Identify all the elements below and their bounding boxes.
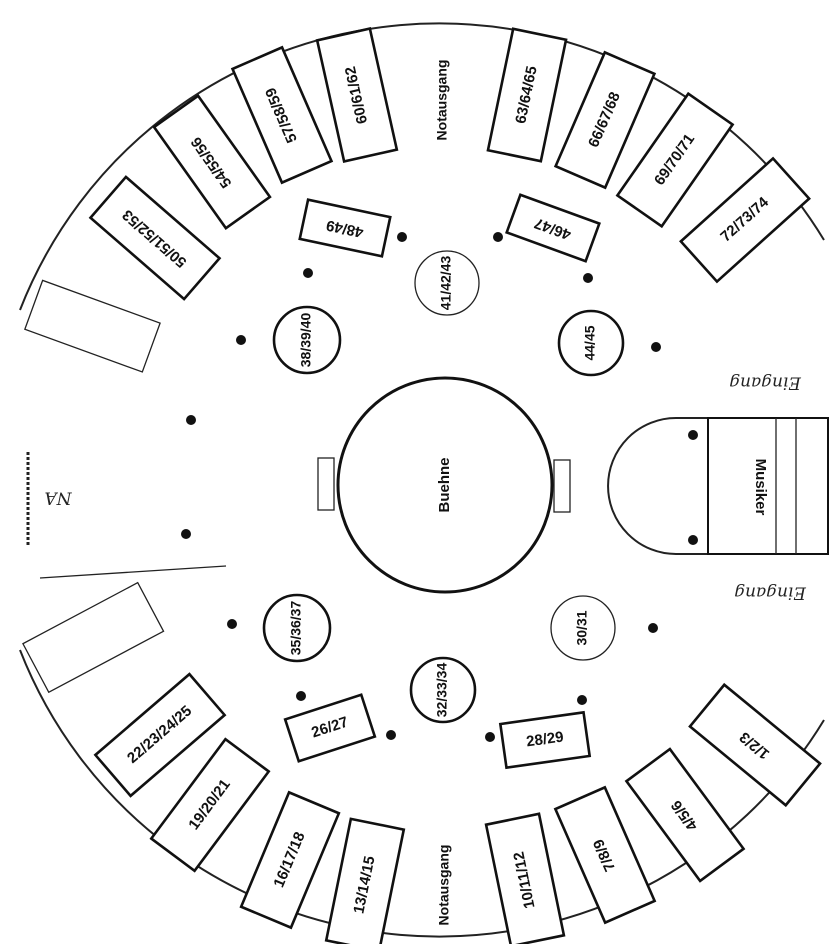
table-box bbox=[149, 737, 271, 873]
table-box bbox=[553, 785, 657, 925]
table-outer_tables_bottom-1[interactable]: 19/20/21 bbox=[149, 737, 271, 873]
table-label: 30/31 bbox=[574, 610, 590, 645]
stage-step-left bbox=[317, 457, 335, 511]
post-dot bbox=[397, 232, 407, 242]
posts bbox=[181, 232, 698, 742]
post-dot bbox=[227, 619, 237, 629]
table-outer_tables_top-0[interactable]: 50/51/52/53 bbox=[88, 175, 222, 301]
stage-label: Buehne bbox=[436, 457, 453, 512]
table-label: 32/33/34 bbox=[434, 663, 450, 718]
post-dot bbox=[583, 273, 593, 283]
table-box bbox=[484, 812, 566, 944]
table-box bbox=[615, 91, 735, 229]
post-dot bbox=[186, 415, 196, 425]
empty-area-upper bbox=[24, 279, 161, 373]
table-outer_tables_bottom-5[interactable]: 7/8/9 bbox=[553, 785, 657, 925]
table-outer_tables_bottom-3[interactable]: 13/14/15 bbox=[324, 817, 406, 944]
table-label: 44/45 bbox=[582, 325, 598, 360]
table-label: 28/29 bbox=[525, 728, 565, 750]
round-table-44-45[interactable]: 44/45 bbox=[557, 309, 625, 377]
table-box bbox=[486, 27, 568, 163]
table-box bbox=[230, 45, 334, 185]
table-label: 35/36/37 bbox=[288, 601, 304, 656]
table-outer_tables_bottom-7[interactable]: 1/2/3 bbox=[688, 682, 822, 808]
post-dot bbox=[648, 623, 658, 633]
table-outer_tables_top-5[interactable]: 66/67/68 bbox=[553, 50, 657, 190]
empty-area-lower bbox=[22, 581, 165, 694]
round-table-38-39-40[interactable]: 38/39/40 bbox=[272, 305, 342, 375]
stage-step-right bbox=[553, 459, 571, 513]
table-outer_tables_top-7[interactable]: 72/73/74 bbox=[679, 156, 811, 284]
table-26-27[interactable]: 26/27 bbox=[283, 693, 377, 763]
table-box bbox=[315, 27, 399, 163]
round-table-41-42-43[interactable]: 41/42/43 bbox=[414, 250, 480, 316]
post-dot bbox=[688, 535, 698, 545]
post-dot bbox=[688, 430, 698, 440]
round-table-32-33-34[interactable]: 32/33/34 bbox=[409, 656, 477, 724]
post-dot bbox=[236, 335, 246, 345]
side-exit-label: NA bbox=[44, 488, 72, 508]
table-outer_tables_bottom-2[interactable]: 16/17/18 bbox=[239, 790, 341, 930]
table-box bbox=[688, 682, 822, 808]
musicians-area: Musiker bbox=[607, 417, 829, 555]
post-dot bbox=[485, 732, 495, 742]
table-box bbox=[679, 156, 811, 284]
post-dot bbox=[296, 691, 306, 701]
table-box bbox=[324, 817, 406, 944]
divider-line bbox=[39, 565, 227, 579]
table-outer_tables_top-1[interactable]: 54/55/56 bbox=[152, 94, 272, 230]
round-table-35-36-37[interactable]: 35/36/37 bbox=[262, 593, 332, 663]
table-outer_tables_top-6[interactable]: 69/70/71 bbox=[615, 91, 735, 229]
table-box bbox=[152, 94, 272, 230]
table-outer_tables_bottom-4[interactable]: 10/11/12 bbox=[484, 812, 566, 944]
table-label: 41/42/43 bbox=[438, 256, 454, 311]
entrance-label-lower: Eingang bbox=[734, 583, 807, 603]
table-outer_tables_top-3[interactable]: 60/61/62 bbox=[315, 27, 399, 163]
table-box bbox=[239, 790, 341, 930]
musicians-label: Musiker bbox=[752, 459, 769, 516]
table-outer_tables_top-2[interactable]: 57/58/59 bbox=[230, 45, 334, 185]
post-dot bbox=[651, 342, 661, 352]
table-box bbox=[553, 50, 657, 190]
emergency-exit-bottom: Notausgang bbox=[436, 845, 452, 926]
table-label: 38/39/40 bbox=[298, 313, 314, 368]
post-dot bbox=[577, 695, 587, 705]
table-outer_tables_top-4[interactable]: 63/64/65 bbox=[486, 27, 568, 163]
table-outer_tables_bottom-6[interactable]: 4/5/6 bbox=[624, 747, 746, 883]
entrance-label-upper: Eingang bbox=[729, 373, 802, 393]
stage: Buehne bbox=[317, 376, 571, 594]
round-table-30-31[interactable]: 30/31 bbox=[550, 595, 616, 661]
table-box bbox=[624, 747, 746, 883]
emergency-exit-top: Notausgang bbox=[434, 60, 450, 141]
table-48-49[interactable]: 48/49 bbox=[298, 198, 392, 258]
table-46-47[interactable]: 46/47 bbox=[505, 193, 601, 263]
post-dot bbox=[181, 529, 191, 539]
table-box bbox=[88, 175, 222, 301]
table-28-29[interactable]: 28/29 bbox=[498, 710, 592, 770]
table-box bbox=[93, 672, 227, 798]
post-dot bbox=[303, 268, 313, 278]
post-dot bbox=[386, 730, 396, 740]
post-dot bbox=[493, 232, 503, 242]
